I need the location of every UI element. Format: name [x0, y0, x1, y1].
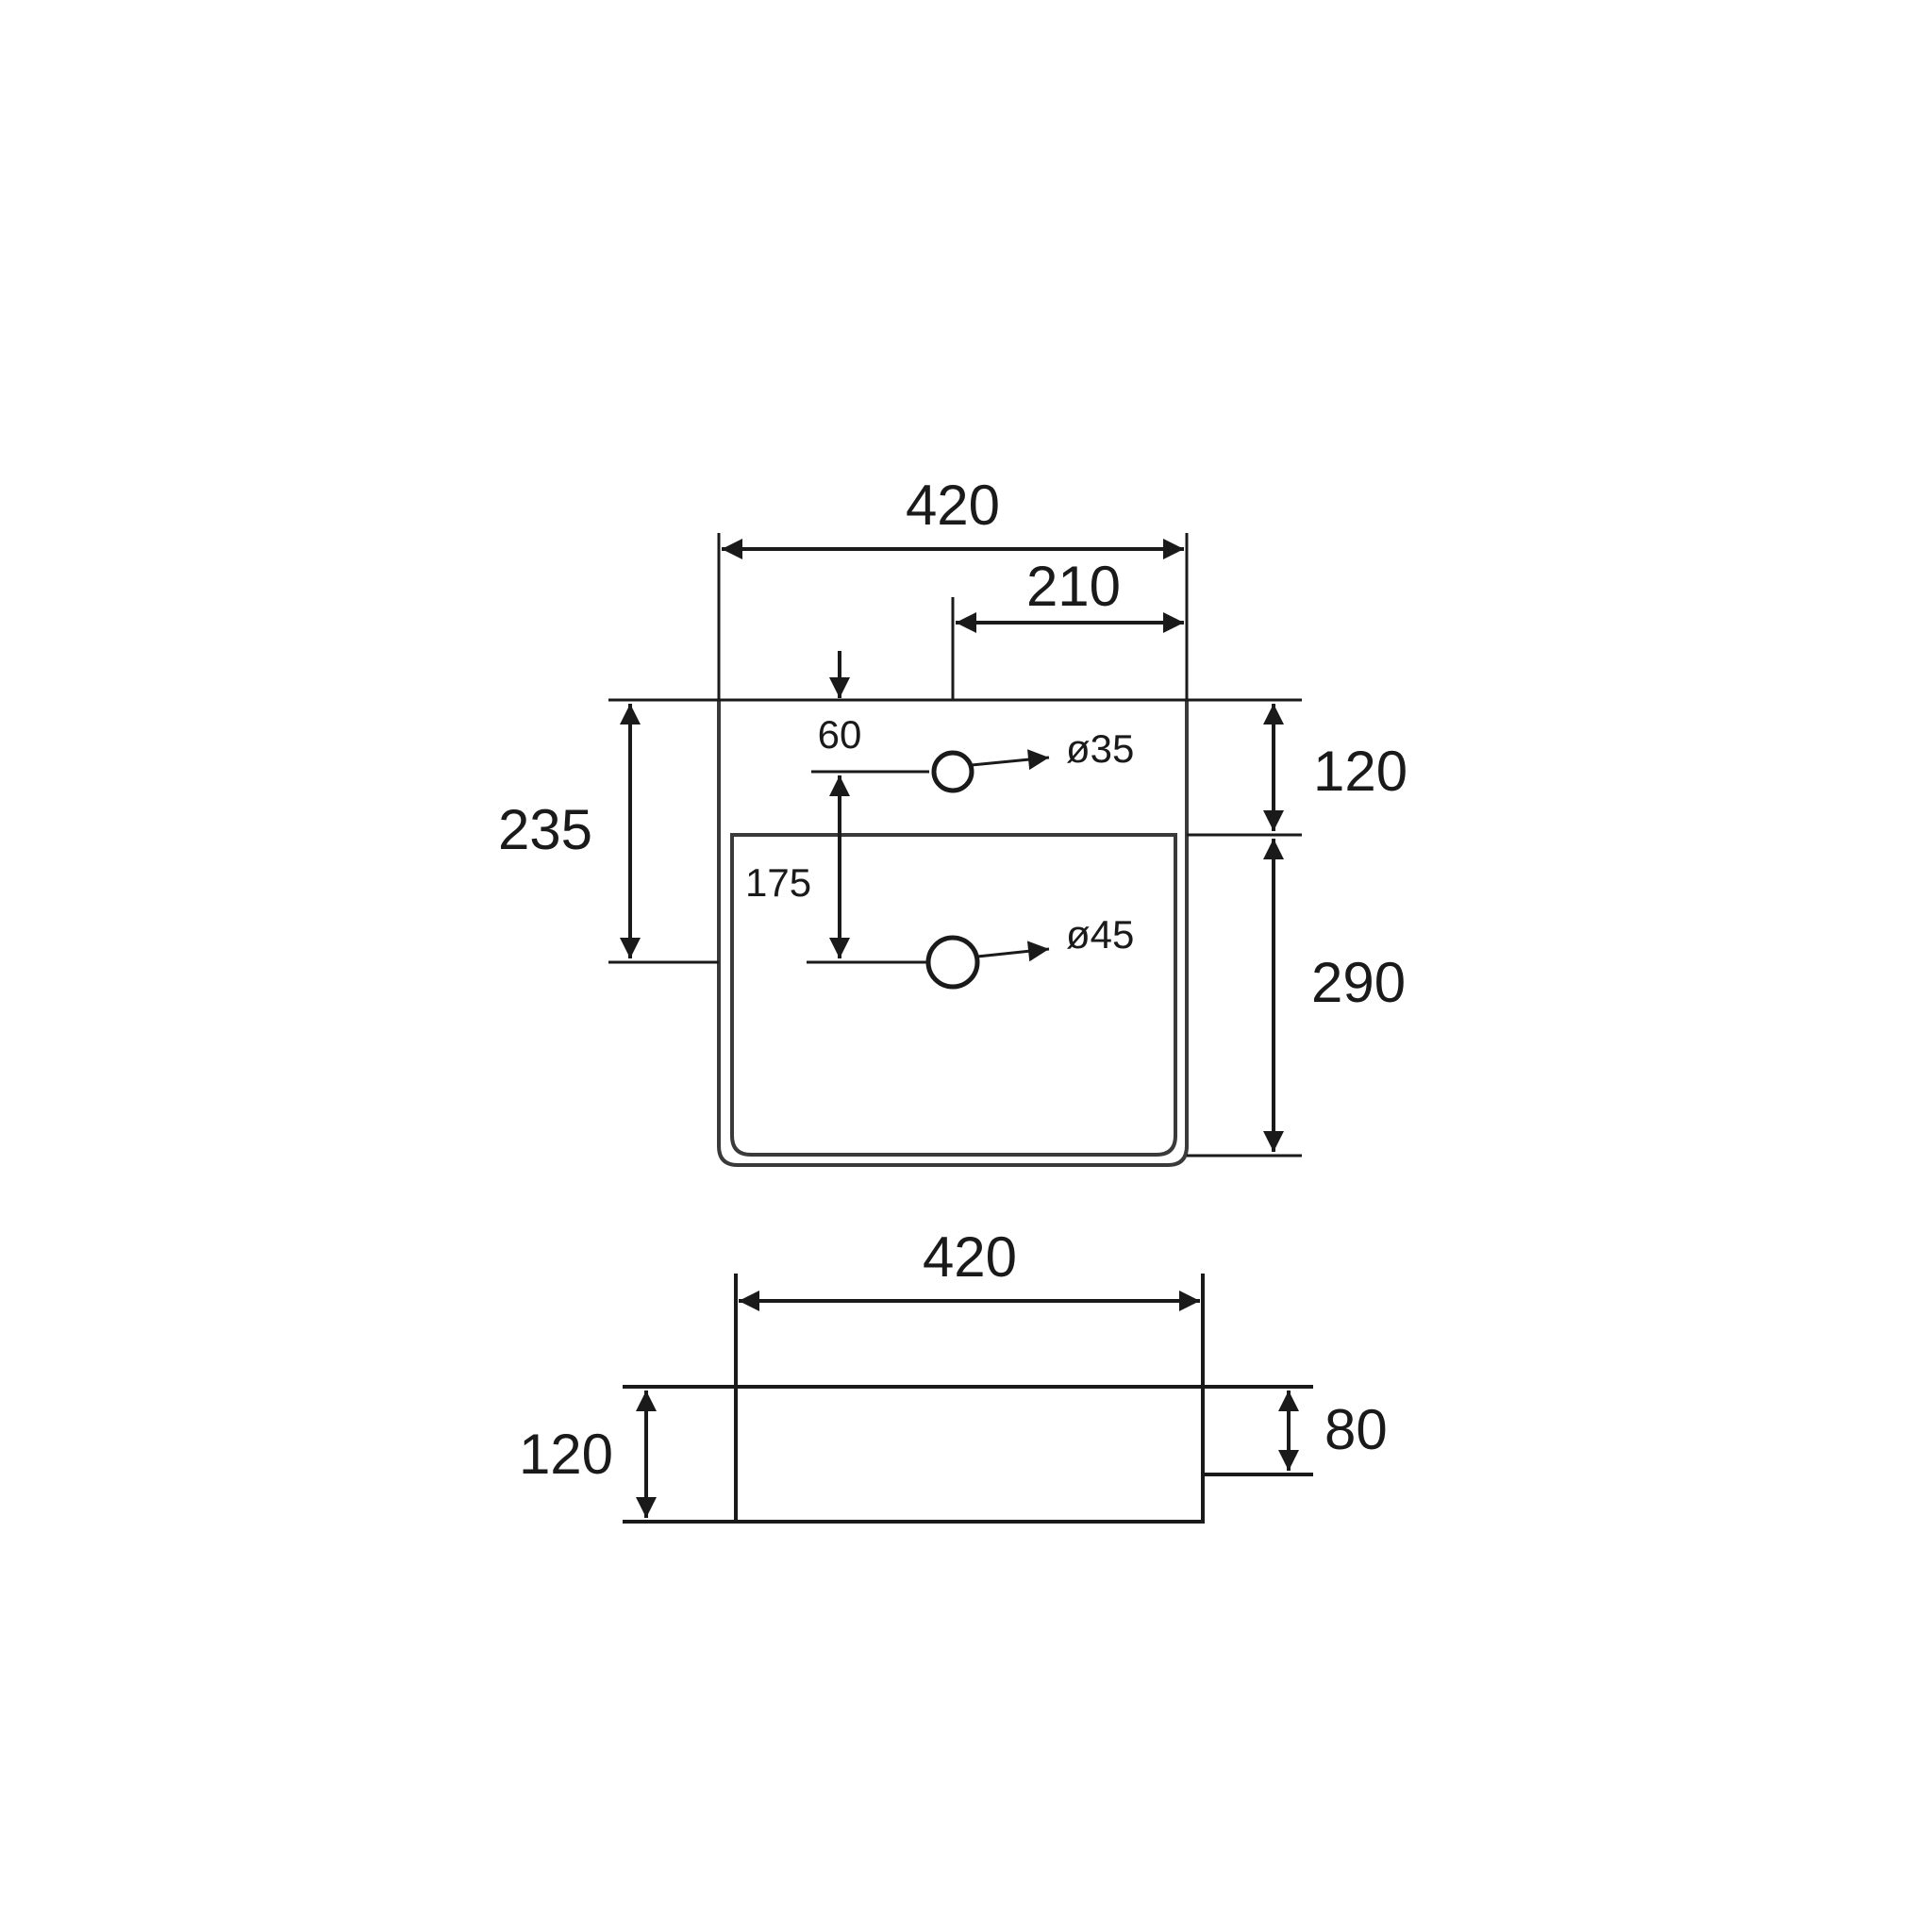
waste-hole-leader: [976, 941, 1050, 962]
depth-label: 235: [498, 798, 592, 861]
width-label: 420: [906, 474, 1000, 537]
waste-hole: [925, 935, 980, 990]
tap-hole-leader: [971, 749, 1050, 771]
deck-depth-label: 120: [1313, 740, 1407, 803]
basin-outline: [717, 700, 1189, 1167]
waste-hole-diameter-label: ø45: [1066, 912, 1134, 957]
side-rim-label: 80: [1324, 1398, 1388, 1461]
tap-hole: [931, 750, 974, 793]
tap-hole-diameter-label: ø35: [1066, 726, 1134, 771]
top-view: 420 210 60 ø35 ø45 175 235 120 290: [498, 474, 1407, 1167]
side-view: 420 120 80: [519, 1225, 1388, 1524]
side-body-outline: [734, 1274, 1205, 1524]
tap-offset-label: 60: [818, 712, 862, 757]
side-width-label: 420: [923, 1225, 1017, 1289]
side-height-label: 120: [519, 1423, 613, 1486]
bowl-outline: [730, 833, 1177, 1157]
bowl-depth-label: 290: [1311, 951, 1406, 1014]
hole-spacing-label: 175: [745, 860, 811, 905]
half-width-label: 210: [1026, 555, 1121, 618]
